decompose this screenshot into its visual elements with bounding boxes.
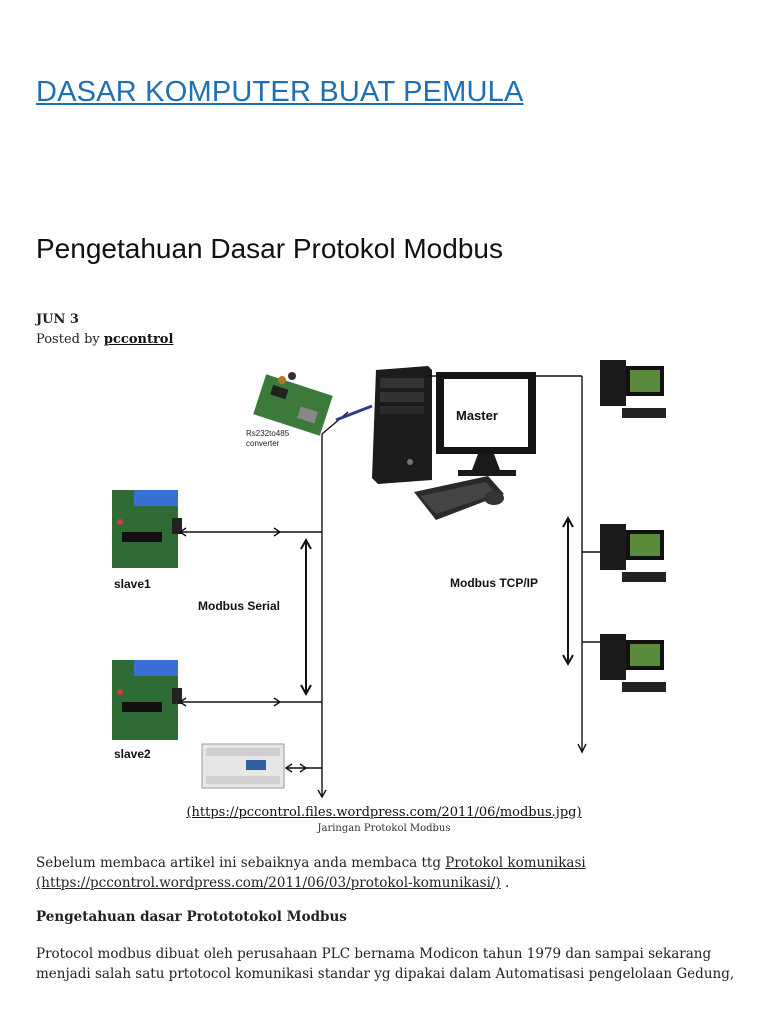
body-paragraph: Protocol modbus dibuat oleh perusahaan P… <box>36 944 736 984</box>
client-pc-1-image <box>600 360 666 418</box>
body-line-1: Protocol modbus dibuat oleh perusahaan P… <box>36 946 712 962</box>
intro-paragraph: Sebelum membaca artikel ini sebaiknya an… <box>36 853 736 893</box>
master-monitor-image <box>436 372 536 476</box>
slave1-label: slave1 <box>114 577 151 591</box>
keyboard-image <box>414 476 504 520</box>
slave2-board-image <box>112 660 182 740</box>
blog-title-link[interactable]: DASAR KOMPUTER BUAT PEMULA <box>36 76 524 108</box>
tcpip-bus-lines <box>426 375 600 754</box>
protokol-komunikasi-url[interactable]: (https://pccontrol.wordpress.com/2011/06… <box>36 875 501 891</box>
posted-by-label: Posted by <box>36 332 100 347</box>
tcpip-arrow <box>562 515 574 667</box>
serial-arrow <box>300 537 312 697</box>
slave2-label: slave2 <box>114 747 151 761</box>
plc-image <box>201 743 285 789</box>
post-date: JUN 3 <box>36 312 79 327</box>
image-source-link[interactable]: (https://pccontrol.files.wordpress.com/2… <box>186 805 582 820</box>
section-heading: Pengetahuan dasar Protototokol Modbus <box>36 909 347 925</box>
modbus-tcpip-label: Modbus TCP/IP <box>450 576 538 590</box>
intro-end: . <box>500 875 510 891</box>
client-pc-2-image <box>600 524 666 582</box>
serial-cable <box>335 404 373 422</box>
protokol-komunikasi-link[interactable]: Protokol komunikasi <box>445 855 586 871</box>
intro-text: Sebelum membaca artikel ini sebaiknya an… <box>36 855 446 871</box>
post-meta: JUN 3 Posted by pccontrol <box>36 310 173 350</box>
modbus-serial-label: Modbus Serial <box>198 599 280 613</box>
converter-label-2: converter <box>246 439 280 448</box>
slave1-board-image <box>112 490 182 568</box>
body-line-2: menjadi salah satu prtotocol komunikasi … <box>36 966 735 982</box>
converter-board-image <box>253 372 333 436</box>
post-title: Pengetahuan Dasar Protokol Modbus <box>36 233 503 264</box>
posted-by: Posted by pccontrol <box>36 330 173 350</box>
master-tower-image <box>372 366 432 484</box>
author-link[interactable]: pccontrol <box>103 332 174 347</box>
client-pc-3-image <box>600 634 666 692</box>
converter-label-1: Rs232to485 <box>246 429 290 438</box>
modbus-network-diagram[interactable]: Rs232to485 converter Master slave1 <box>96 352 696 802</box>
figure-caption: Jaringan Protokol Modbus <box>317 823 451 834</box>
master-label: Master <box>456 408 498 423</box>
serial-bus-lines <box>178 411 349 799</box>
